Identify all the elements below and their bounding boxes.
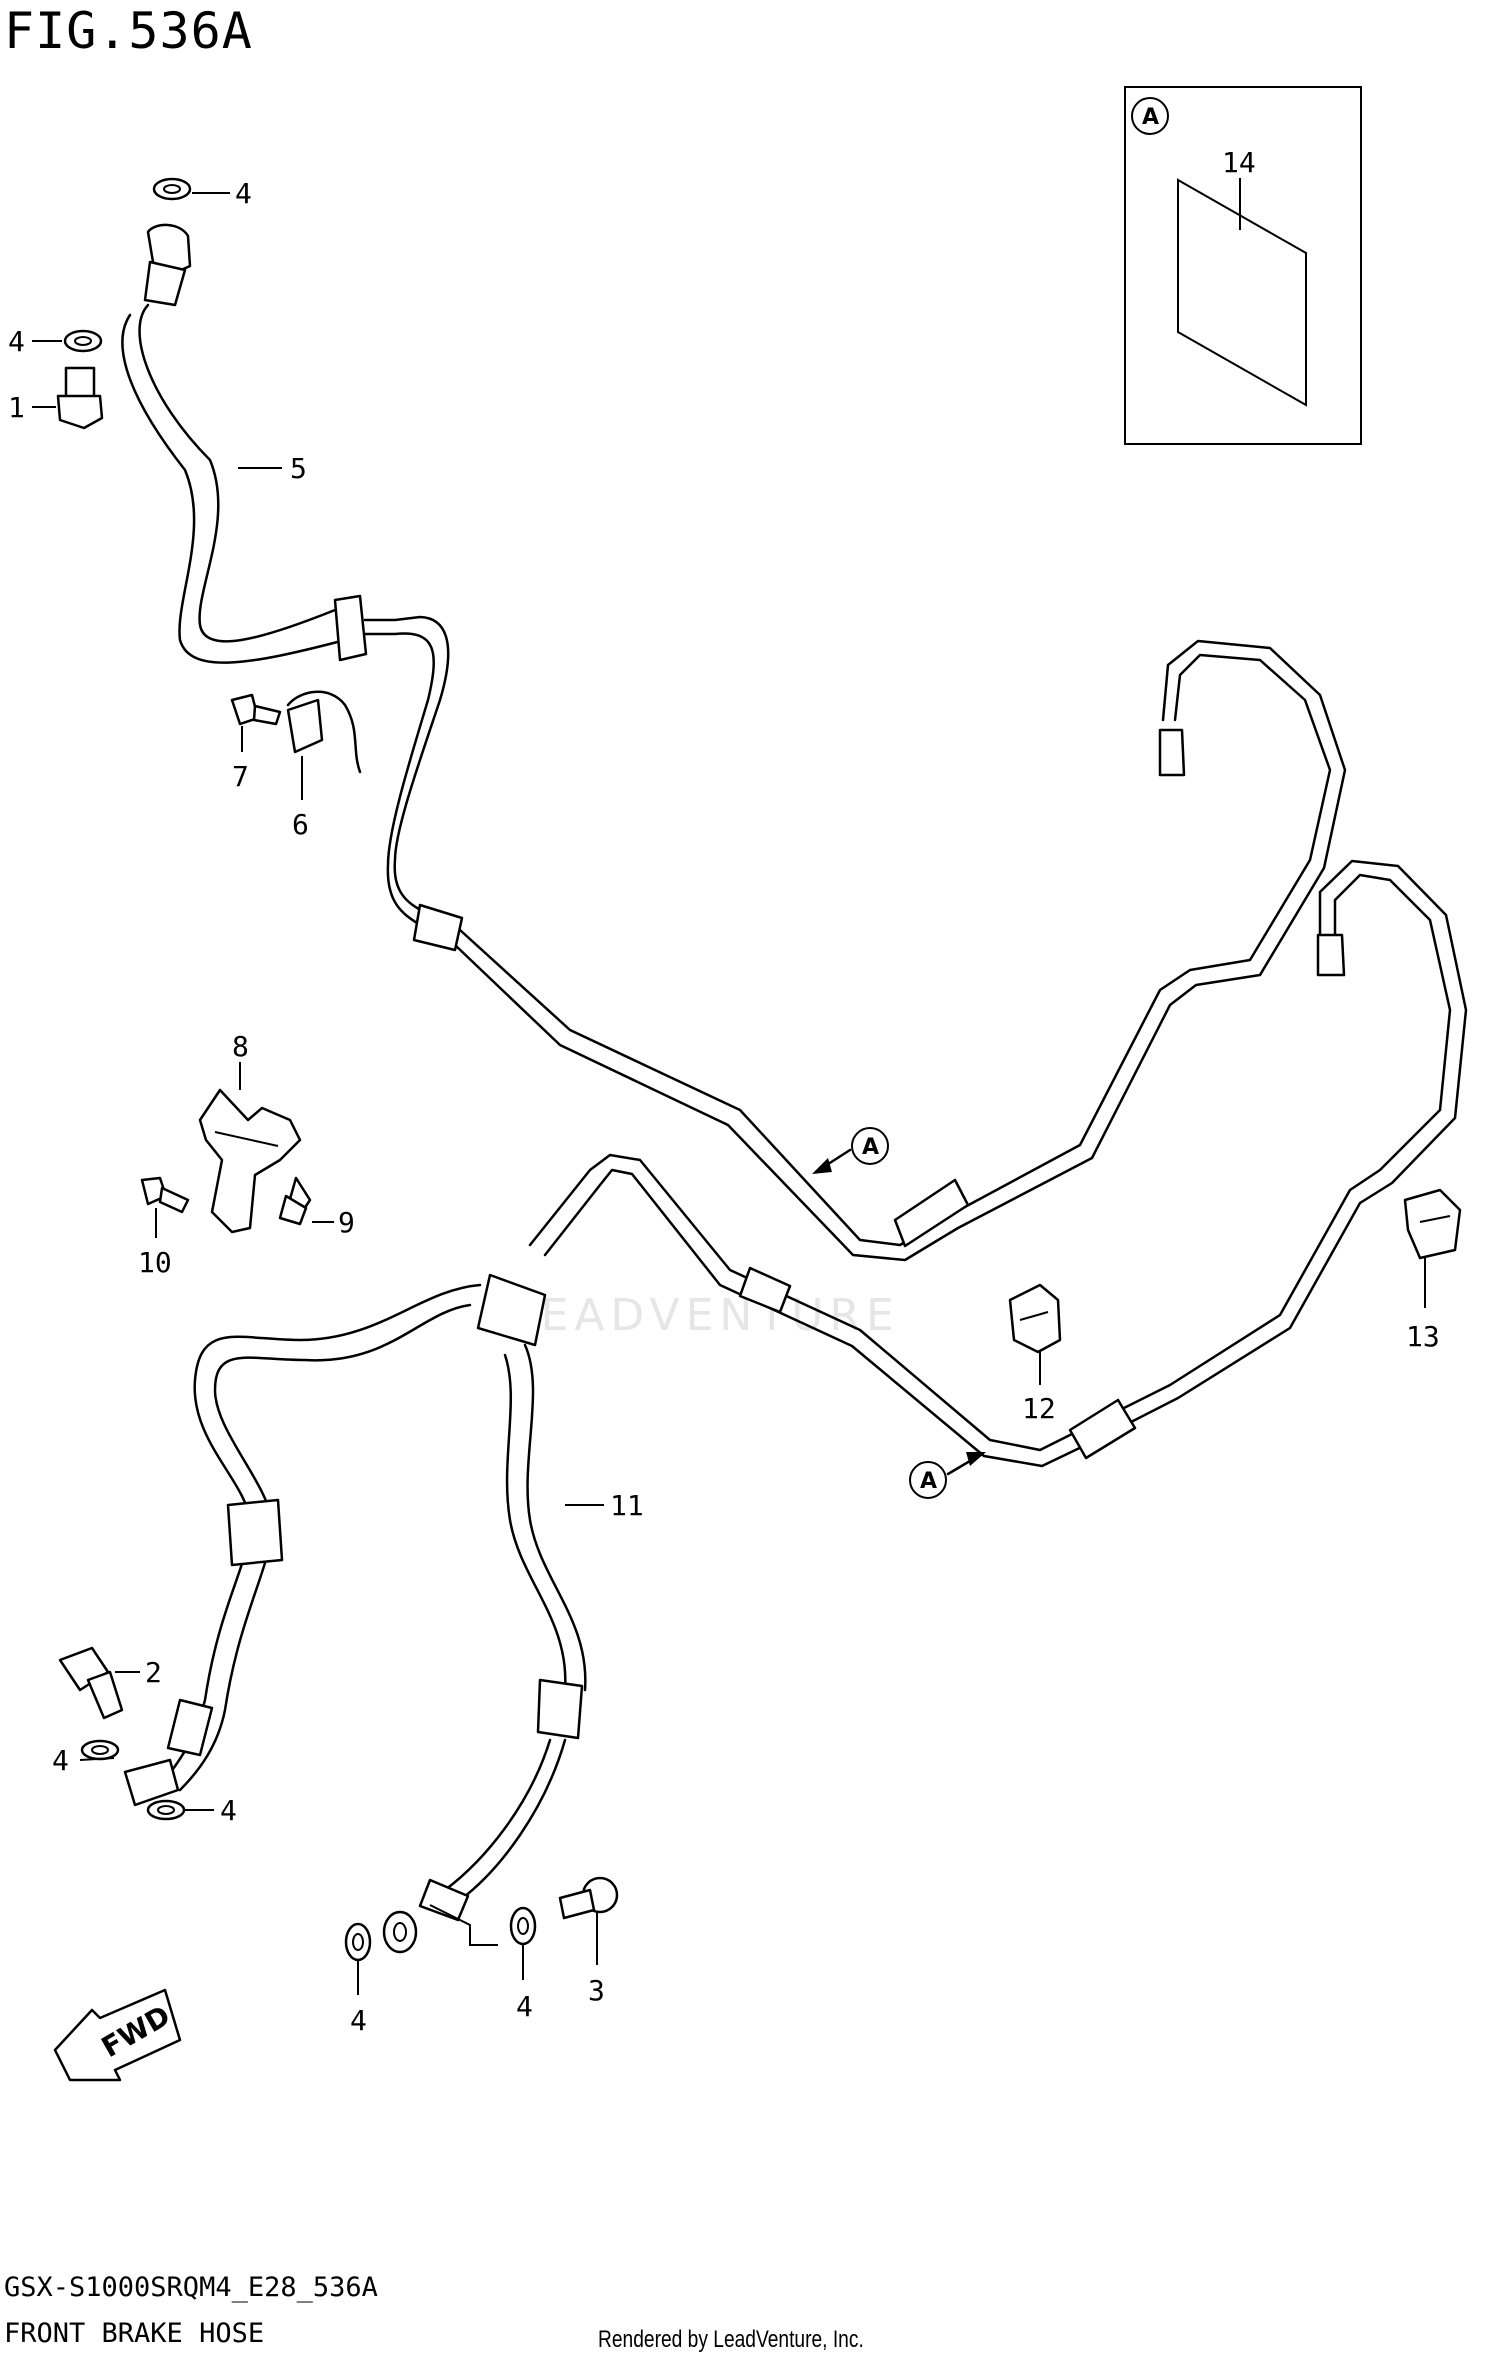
callout-4-lower-a: 4 xyxy=(350,2004,367,2037)
ref-a-lower-letter: A xyxy=(920,1469,937,1494)
callout-3: 3 xyxy=(588,1974,605,2007)
callout-8: 8 xyxy=(232,1030,249,1063)
bolt-9 xyxy=(278,1176,312,1226)
watermark: LEADVENTURE xyxy=(510,1290,900,1341)
washer-4-lower-mid xyxy=(146,1799,186,1821)
callout-4-top: 4 xyxy=(235,177,252,210)
figure-title: FIG.536A xyxy=(4,2,253,60)
callout-leaders xyxy=(32,192,1426,1995)
fwd-arrow: FWD xyxy=(53,1988,182,2082)
upper-brake-hose xyxy=(121,223,450,927)
lower-brake-hoses xyxy=(123,1273,587,1954)
washer-4-lower-a xyxy=(344,1922,372,1962)
callout-1: 1 xyxy=(8,391,25,424)
callout-2: 2 xyxy=(145,1656,162,1689)
washer-4-lower-b xyxy=(509,1906,537,1946)
reference-marker-a-upper[interactable]: A xyxy=(812,1127,889,1174)
washer-4-top xyxy=(152,177,192,201)
callout-4-lower-left: 4 xyxy=(52,1744,69,1777)
callout-6: 6 xyxy=(292,808,309,841)
bracket-8 xyxy=(198,1088,302,1234)
bolt-7 xyxy=(230,693,282,726)
reference-marker-a-lower[interactable]: A xyxy=(909,1452,986,1499)
right-brake-pipe-upper xyxy=(412,639,1347,1262)
callout-5: 5 xyxy=(290,452,307,485)
ref-a-upper-letter: A xyxy=(862,1135,879,1160)
callout-9: 9 xyxy=(338,1206,355,1239)
render-credit: Rendered by LeadVenture, Inc. xyxy=(598,2326,864,2353)
label-sheet-14 xyxy=(1177,178,1307,407)
callout-13: 13 xyxy=(1406,1320,1440,1353)
callout-10: 10 xyxy=(138,1246,172,1279)
banjo-bolt-1 xyxy=(56,366,104,430)
bolt-2 xyxy=(58,1646,124,1720)
callout-labels: 4 4 1 5 7 6 8 9 10 11 12 13 2 4 4 4 4 3 xyxy=(8,177,1440,2037)
leader-bracket xyxy=(429,1904,498,1946)
clamp-13 xyxy=(1403,1188,1462,1260)
model-code: GSX-S1000SRQM4_E28_536A xyxy=(4,2272,378,2303)
clamp-6 xyxy=(286,690,362,774)
bolt-3 xyxy=(558,1876,619,1920)
callout-4-lower-b: 4 xyxy=(516,1990,533,2023)
callout-11: 11 xyxy=(610,1489,644,1522)
callout-4-left: 4 xyxy=(8,325,25,358)
washer-4-lower-left xyxy=(80,1739,120,1761)
callout-4-lower-mid: 4 xyxy=(220,1794,237,1827)
inset-ref-letter: A xyxy=(1142,105,1159,130)
callout-14: 14 xyxy=(1222,146,1256,179)
clamp-12 xyxy=(1008,1283,1062,1354)
callout-7: 7 xyxy=(232,760,249,793)
inset-box: A 14 xyxy=(1124,86,1362,445)
right-brake-pipe-lower xyxy=(528,859,1468,1468)
washer-4-left xyxy=(63,329,103,353)
callout-12: 12 xyxy=(1022,1392,1056,1425)
bolt-10 xyxy=(140,1176,190,1214)
diagram-name: FRONT BRAKE HOSE xyxy=(4,2318,265,2349)
